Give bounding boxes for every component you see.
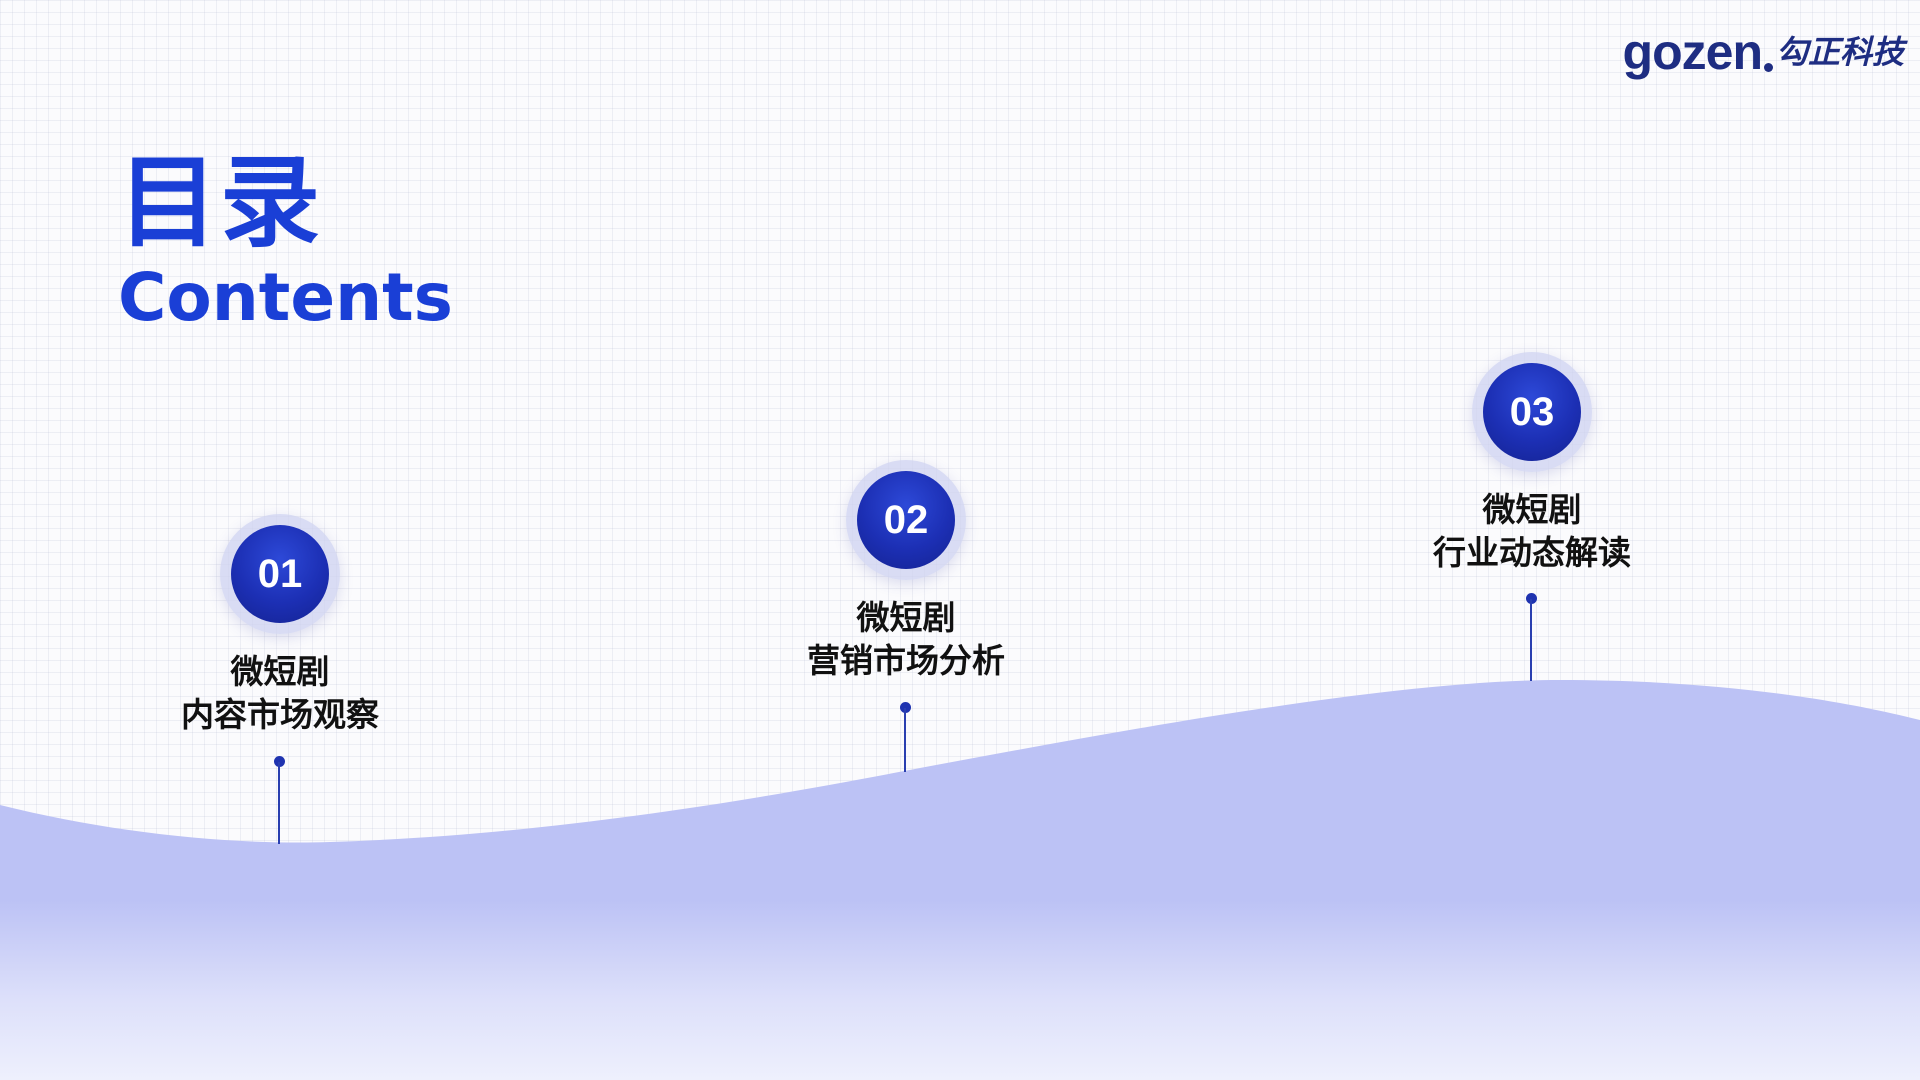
contents-item-2[interactable]: 02 微短剧 营销市场分析 [726, 460, 1086, 682]
page-title-chinese: 目录 [118, 144, 322, 261]
logo-wordmark: gozen [1622, 24, 1763, 80]
number-badge: 01 [231, 525, 329, 623]
pin-line [278, 762, 280, 844]
item-title-line1: 微短剧 [230, 652, 330, 691]
item-title: 微短剧 行业动态解读 [1352, 488, 1712, 574]
item-title-line2: 营销市场分析 [807, 641, 1005, 680]
pin-dot [1526, 593, 1537, 604]
item-title-line2: 行业动态解读 [1433, 533, 1631, 572]
pin-dot [274, 756, 285, 767]
item-title: 微短剧 营销市场分析 [726, 596, 1086, 682]
number-badge: 02 [857, 471, 955, 569]
item-title: 微短剧 内容市场观察 [100, 650, 460, 736]
item-title-line1: 微短剧 [1482, 490, 1582, 529]
logo-dot [1763, 63, 1773, 72]
logo-chinese-name: 勾正科技 [1775, 33, 1904, 71]
number-badge-halo: 03 [1472, 352, 1592, 472]
contents-item-1[interactable]: 01 微短剧 内容市场观察 [100, 514, 460, 736]
pin-line [1530, 599, 1532, 681]
item-title-line1: 微短剧 [856, 598, 956, 637]
brand-logo: gozen 勾正科技 [1623, 20, 1904, 84]
number-badge-halo: 02 [846, 460, 966, 580]
number-badge: 03 [1483, 363, 1581, 461]
pin-dot [900, 702, 911, 713]
number-badge-halo: 01 [220, 514, 340, 634]
item-title-line2: 内容市场观察 [181, 695, 379, 734]
contents-item-3[interactable]: 03 微短剧 行业动态解读 [1352, 352, 1712, 574]
page-title-english: Contents [118, 259, 453, 336]
pin-line [904, 708, 906, 772]
